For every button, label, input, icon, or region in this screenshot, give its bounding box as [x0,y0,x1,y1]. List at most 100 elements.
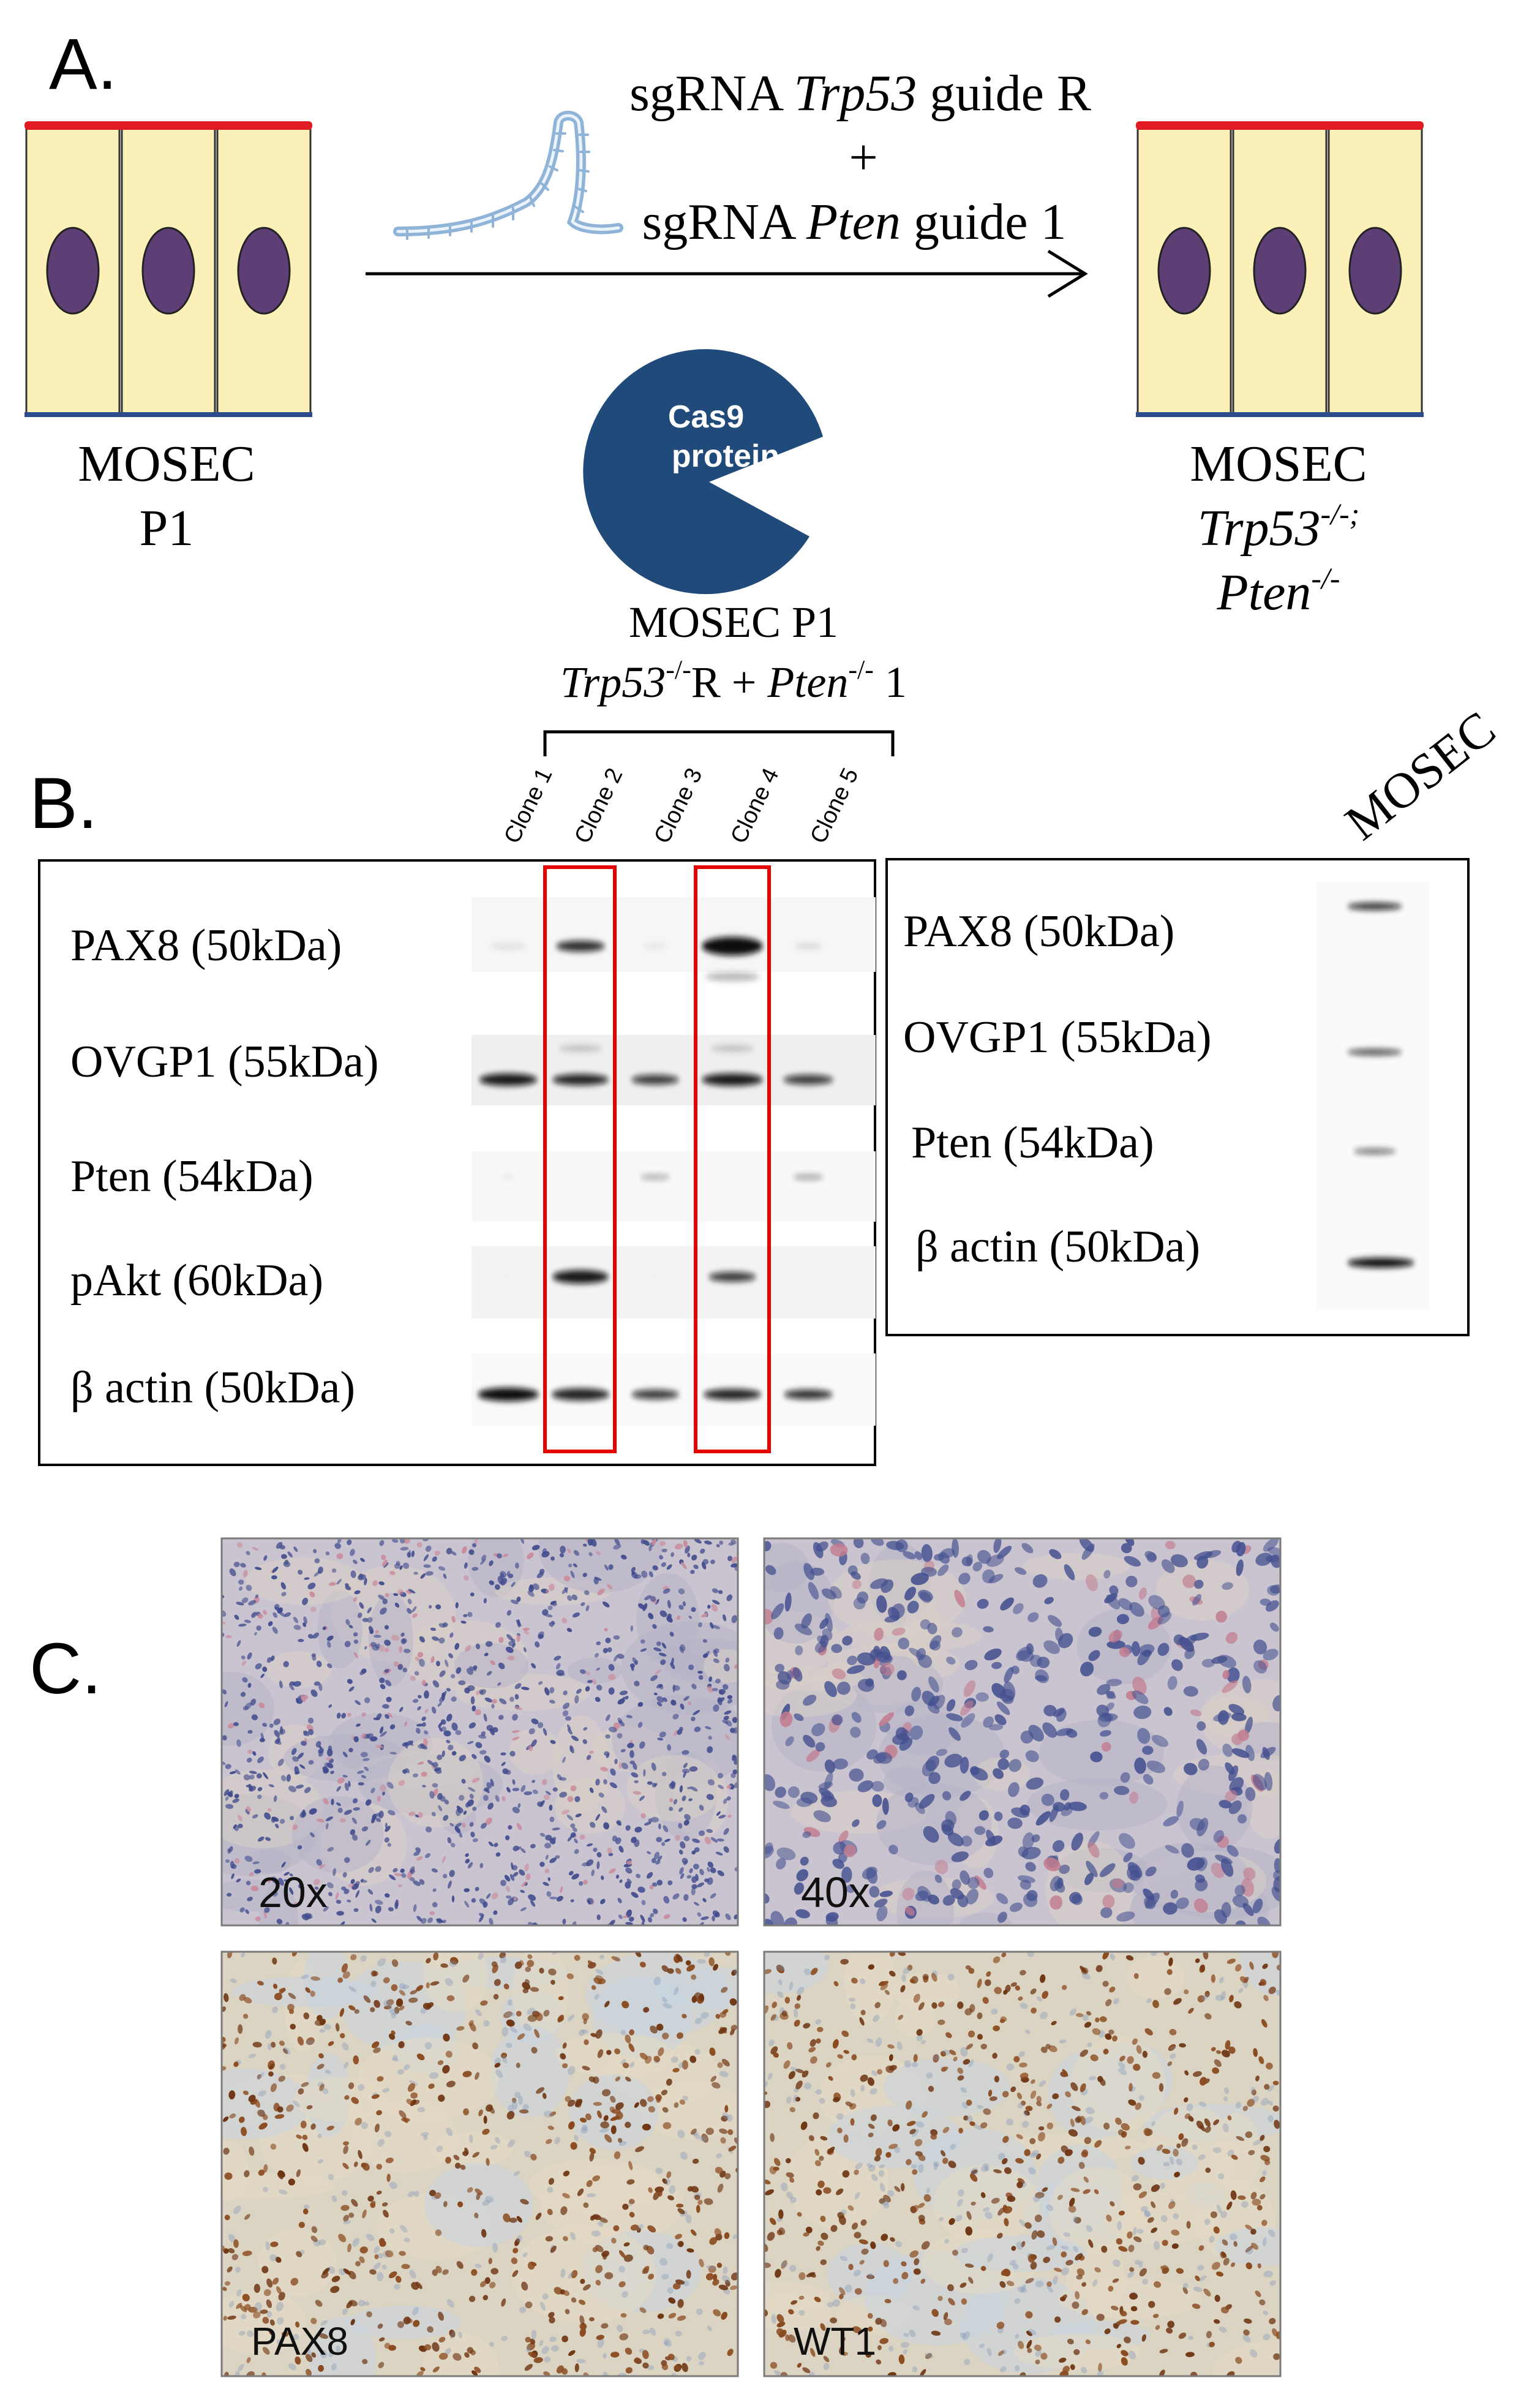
micrograph-40x: 40x [763,1537,1282,1927]
cell-group-left [24,121,312,417]
blot-band [552,1270,609,1284]
sgrna-icon [393,110,623,240]
blot-band [640,1175,670,1179]
left-cell-label-line1: MOSEC [78,435,255,492]
micrograph-label: WT1 [794,2319,876,2363]
right-cell-label-line1: MOSEC [1190,435,1367,492]
highlight-box-clone-2 [543,865,617,1453]
blot-band [793,1175,824,1179]
blot-band [805,1276,811,1278]
micrograph-20x: 20x [220,1537,739,1927]
blot-band [729,1176,735,1178]
right-blot-bands [1317,882,1430,1311]
blot-band [559,1045,602,1052]
epithelial-cell [1136,125,1232,415]
blot-band [505,1276,511,1278]
clone-label: Clone 3 [649,764,707,848]
blot-band [552,1074,609,1085]
blot-band [631,1075,679,1085]
transformation-arrow [366,249,1088,298]
blot-strip-background [1317,882,1430,1311]
blot-strip-background [471,1035,876,1105]
blot-band [556,941,605,952]
blot-band [490,944,527,949]
blot-strip-background [471,897,876,972]
blot-label: PAX8 (50kDa) [70,920,342,971]
blot-label: β actin (50kDa) [915,1222,1200,1272]
cas9-protein-icon: Cas9 protein [583,349,823,595]
blot-band [479,1074,538,1086]
blot-band [1347,903,1402,910]
blot-band [711,1045,754,1052]
clone-group-genotype: Trp53-/-R + Pten-/- 1 [560,655,907,707]
basal-membrane [24,412,312,417]
epithelial-cell [1328,125,1423,415]
epithelial-cell [216,125,312,415]
micrograph-pax8: PAX8 [220,1951,739,2377]
clone-label: Clone 5 [805,764,863,848]
blot-band [708,1272,756,1282]
basal-membrane [1136,412,1424,417]
blot-band [652,1276,658,1278]
blot-band [705,973,760,981]
right-cell-genotype-1: Trp53-/-; [1198,497,1360,557]
blot-band [702,1074,763,1086]
blot-band [643,944,667,948]
blot-strip-background [471,1353,876,1426]
blot-label: Pten (54kDa) [70,1151,314,1202]
panel-b: MOSEC P1 Trp53-/-R + Pten-/- 1 B. Clone … [29,598,1506,1466]
panel-b-letter: B. [29,763,98,844]
blot-label: Pten (54kDa) [911,1118,1154,1168]
micrograph-label: PAX8 [251,2319,348,2363]
right-blot-labels: PAX8 (50kDa) OVGP1 (55kDa) Pten (54kDa) β a… [903,906,1212,1272]
blot-strip-background [471,1151,876,1222]
blot-band [1347,1049,1402,1055]
micrograph-label: 40x [801,1868,870,1916]
left-blot-labels: PAX8 (50kDa)OVGP1 (55kDa)Pten (54kDa)pAk… [70,920,379,1413]
blot-band [502,1175,514,1179]
apical-membrane [24,121,312,130]
blot-label: OVGP1 (55kDa) [70,1037,379,1087]
reagent-plus: + [849,129,877,186]
blot-label: OVGP1 (55kDa) [903,1012,1212,1063]
epithelial-cell [25,125,121,415]
micrograph-wt1: WT1 [763,1951,1282,2377]
highlight-box-clone-4 [694,865,771,1453]
clone-label: Clone 4 [726,764,784,848]
reagent-line2: sgRNA Pten guide 1 [642,194,1067,250]
epithelial-cell [1232,125,1328,415]
right-cell-genotype-2: Pten-/- [1216,561,1340,621]
blot-label: β actin (50kDa) [70,1363,355,1413]
panel-a: A. MOSEC P1 sgRNA T [24,24,1424,621]
clone-group-bracket [543,730,895,756]
cas9-label-line1: Cas9 [668,399,744,435]
panel-c-letter: C. [29,1628,102,1709]
clone-group-title: MOSEC P1 [629,598,838,647]
blot-strip-background [471,1246,876,1319]
blot-band [1353,1148,1396,1154]
blot-band [577,1176,584,1178]
blot-band [1347,1258,1414,1268]
clone-label: Clone 2 [569,764,628,848]
blot-band [703,1389,762,1400]
left-cell-label-line2: P1 [140,500,194,557]
clone-label: Clone 1 [499,764,557,848]
cas9-label-line2: protein [672,438,779,474]
blot-band [784,1390,833,1399]
cell-group-right [1136,121,1424,417]
apical-membrane [1136,121,1424,130]
micrograph-label: 20x [258,1868,328,1916]
epithelial-cell [121,125,216,415]
blot-band [794,944,822,949]
blot-band [783,1075,833,1085]
left-blot-bands [471,897,876,1426]
blot-band [631,1390,679,1399]
blot-label: PAX8 (50kDa) [903,906,1174,957]
blot-band [551,1388,610,1401]
reagent-line1: sgRNA Trp53 guide R [629,65,1091,122]
